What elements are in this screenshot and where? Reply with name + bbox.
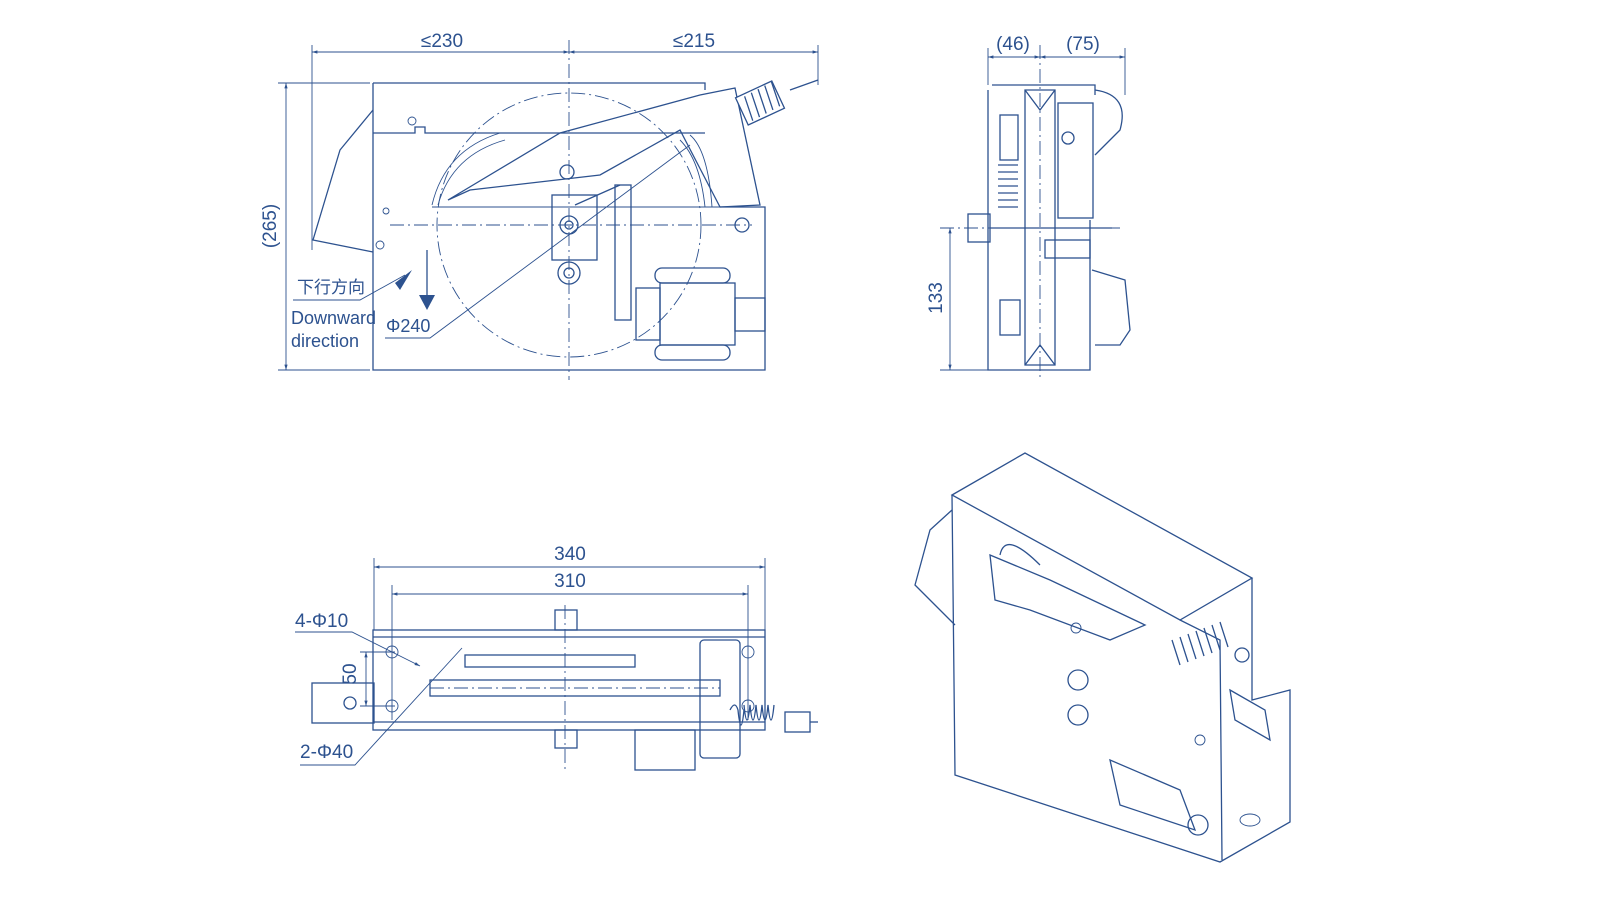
bottom-nut bbox=[554, 729, 578, 749]
iso-top-face bbox=[950, 452, 1254, 621]
dim-left-label: (46) bbox=[996, 34, 1030, 55]
switch-housing bbox=[1091, 269, 1131, 346]
large-holes-label: 2-Φ40 bbox=[300, 742, 353, 763]
side-housing bbox=[987, 84, 1096, 371]
iso-nut bbox=[1067, 669, 1089, 691]
iso-hole bbox=[1070, 622, 1082, 634]
lower-nut-hole bbox=[563, 267, 575, 279]
spring-nut bbox=[999, 114, 1019, 161]
iso-sheave bbox=[999, 544, 1041, 566]
front-view: ≤230 ≤215 (265) bbox=[260, 31, 819, 380]
screw bbox=[407, 116, 417, 126]
large-holes-leader bbox=[300, 647, 463, 766]
arm-plate bbox=[1057, 102, 1094, 219]
sheave-outline bbox=[436, 92, 702, 358]
side-view: (46) (75) 133 bbox=[926, 34, 1131, 380]
iso-front-edge bbox=[1179, 619, 1223, 861]
screw bbox=[375, 240, 385, 250]
mount-hole bbox=[741, 645, 755, 659]
iso-bracket bbox=[1229, 688, 1271, 742]
cam-bracket bbox=[311, 682, 375, 724]
screw bbox=[343, 696, 357, 710]
dim-holes-label: 310 bbox=[554, 571, 586, 592]
dim-hole-spacing-label: 50 bbox=[340, 663, 361, 684]
arm bbox=[464, 654, 636, 668]
iso-switch bbox=[1109, 758, 1197, 832]
dim-axle-height-label: 133 bbox=[926, 282, 947, 314]
diameter-leader bbox=[385, 144, 691, 339]
iso-hole bbox=[1194, 734, 1206, 746]
dim-overall-label: 340 bbox=[554, 544, 586, 565]
iso-housing bbox=[951, 494, 1291, 863]
hole bbox=[382, 207, 390, 215]
tension-spring bbox=[574, 184, 621, 206]
lower-nut bbox=[557, 261, 581, 285]
dim-right-label: (75) bbox=[1066, 34, 1100, 55]
down-arrow-icon bbox=[419, 295, 435, 310]
mount-hole bbox=[741, 699, 755, 713]
bolt bbox=[999, 299, 1021, 336]
iso-mount-hole bbox=[1239, 813, 1261, 827]
dim-left-width-label: ≤230 bbox=[421, 31, 463, 52]
switch-motor bbox=[634, 729, 696, 771]
pin bbox=[1061, 131, 1075, 145]
direction-label-cn: 下行方向 bbox=[297, 278, 365, 298]
spring-coils bbox=[998, 164, 1018, 208]
direction-label-en-1: Downward bbox=[291, 308, 376, 328]
sheave-profile bbox=[1024, 89, 1056, 366]
iso-spring bbox=[1171, 621, 1250, 666]
base-plate bbox=[372, 82, 766, 371]
upper-bracket bbox=[373, 126, 705, 134]
iso-cam-cover bbox=[914, 509, 956, 626]
spring-housing bbox=[1094, 89, 1123, 156]
pin bbox=[559, 164, 575, 180]
top-nut bbox=[554, 609, 578, 631]
sheave-diameter-label: Φ240 bbox=[386, 316, 430, 336]
iso-switch-cap bbox=[1187, 814, 1209, 836]
dim-height-label: (265) bbox=[260, 204, 281, 248]
sheave-grooves bbox=[431, 132, 713, 208]
mount-hole bbox=[734, 217, 750, 233]
direction-label-en-2: direction bbox=[291, 331, 359, 351]
mount-holes-leader bbox=[295, 631, 421, 667]
pivot-block bbox=[551, 194, 598, 261]
spring-end-plate bbox=[699, 639, 741, 759]
axle-nut bbox=[559, 215, 579, 235]
leader-line bbox=[293, 274, 406, 301]
link-bar bbox=[614, 184, 632, 321]
iso-arm bbox=[989, 553, 1147, 641]
compression-spring bbox=[729, 704, 818, 733]
axle bbox=[564, 220, 574, 230]
dim-right-width-label: ≤215 bbox=[673, 31, 715, 52]
safety-switch bbox=[635, 267, 766, 361]
isometric-view bbox=[914, 452, 1291, 863]
cam-cover bbox=[312, 109, 374, 253]
mount-holes-label: 4-Φ10 bbox=[295, 611, 348, 632]
iso-nut bbox=[1067, 704, 1089, 726]
bottom-view: 340 310 50 4-Φ10 2-Φ40 bbox=[295, 544, 818, 771]
brake-arm bbox=[447, 87, 761, 208]
compression-spring bbox=[734, 79, 819, 126]
cam-block bbox=[1044, 239, 1091, 259]
leader-arrowhead bbox=[395, 270, 412, 290]
